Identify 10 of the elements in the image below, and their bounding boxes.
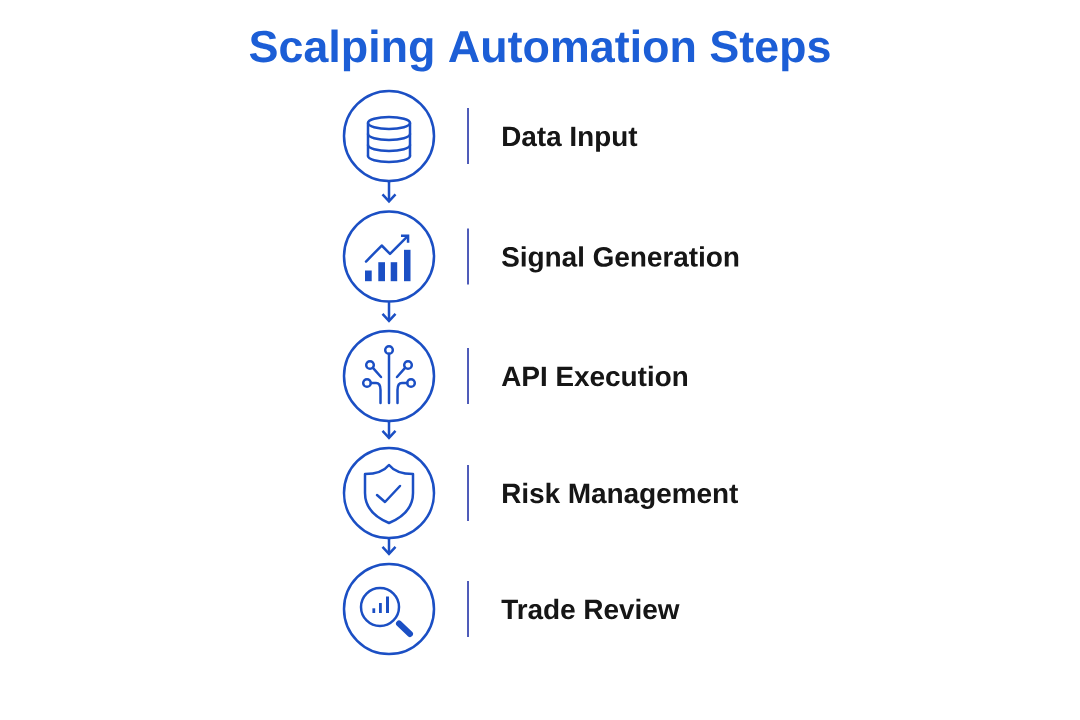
- step-label: Risk Management: [503, 482, 738, 509]
- arrow: [381, 301, 397, 323]
- arrow: [381, 421, 397, 440]
- step-label: Data Input: [503, 126, 638, 152]
- title: Scalping Automation Steps: [249, 29, 830, 72]
- step-label: API Execution: [501, 365, 687, 387]
- arrow: [381, 538, 397, 556]
- step-label: Trade Review: [501, 598, 680, 620]
- step-label: Signal Generation: [502, 246, 739, 273]
- arrow: [381, 181, 397, 204]
